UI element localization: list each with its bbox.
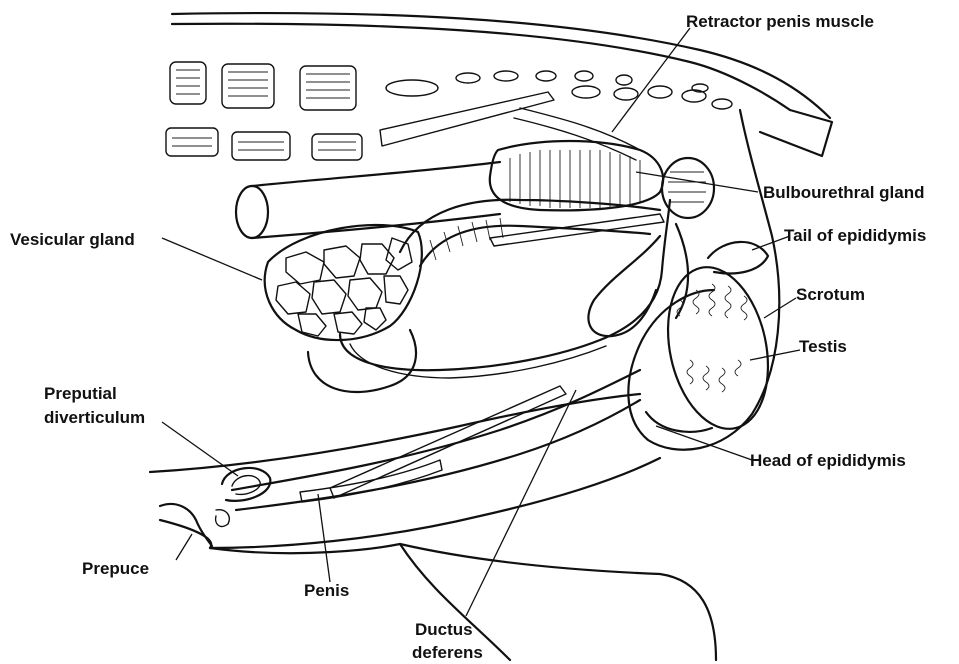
- label-testis: Testis: [799, 337, 847, 356]
- spine-outline: [172, 13, 832, 156]
- sigmoid-flexure: [588, 224, 688, 336]
- vesicular-gland: [265, 225, 422, 340]
- rectum: [236, 162, 500, 238]
- testis: [654, 258, 782, 438]
- label-scrotum: Scrotum: [796, 285, 865, 304]
- label-bulbourethral-gland: Bulbourethral gland: [763, 183, 925, 202]
- label-penis: Penis: [304, 581, 349, 600]
- vertebrae-row-lower: [166, 92, 554, 160]
- label-ductus-deferens-line1: Ductus: [415, 620, 473, 639]
- scrotum: [628, 110, 779, 450]
- label-retractor-penis-muscle: Retractor penis muscle: [686, 12, 874, 31]
- leader-lines: [162, 28, 800, 616]
- label-vesicular-gland: Vesicular gland: [10, 230, 135, 249]
- label-preputial-diverticulum-line2: diverticulum: [44, 408, 145, 427]
- retractor-penis-muscle: [514, 108, 640, 160]
- vertebrae-row-upper: [170, 62, 732, 110]
- prepuce: [160, 504, 229, 546]
- label-prepuce: Prepuce: [82, 559, 149, 578]
- label-preputial-diverticulum-line1: Preputial: [44, 384, 117, 403]
- label-tail-of-epididymis: Tail of epididymis: [784, 226, 926, 245]
- head-of-epididymis: [646, 412, 712, 432]
- label-ductus-deferens-line2: deferens: [412, 643, 483, 662]
- label-head-of-epididymis: Head of epididymis: [750, 451, 906, 470]
